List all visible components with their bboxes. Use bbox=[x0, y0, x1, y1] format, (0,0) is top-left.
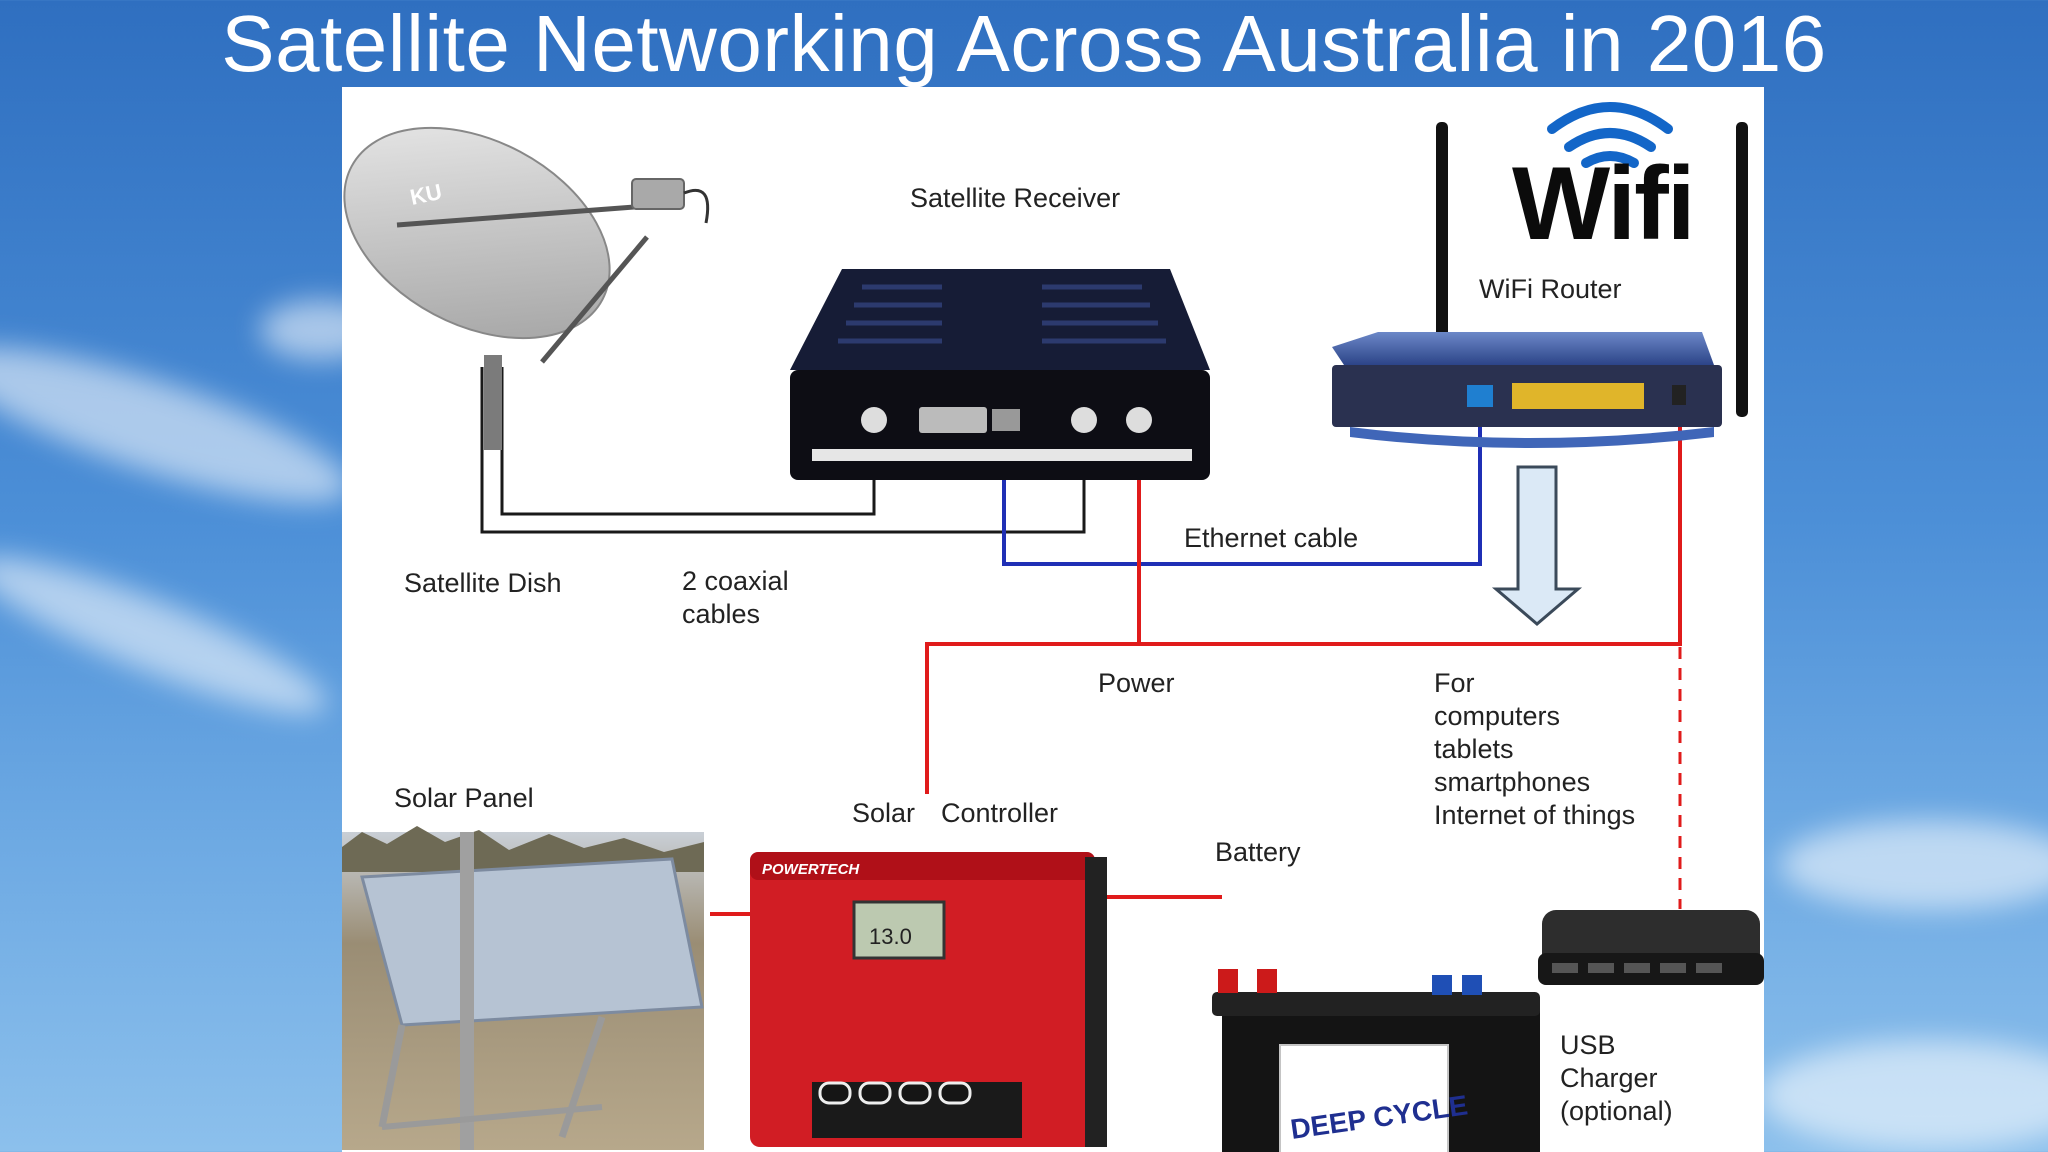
solar-panel-image bbox=[342, 826, 704, 1150]
usb-charger-image bbox=[1538, 910, 1764, 985]
cloud bbox=[1760, 1040, 2048, 1150]
satellite-dish-label: Satellite Dish bbox=[404, 568, 562, 598]
wifi-logo-text: Wifi bbox=[1512, 146, 1694, 262]
controller-brand-text: POWERTECH bbox=[762, 861, 860, 878]
controller-display-text: 13.0 bbox=[869, 924, 912, 949]
power-label: Power bbox=[1098, 668, 1175, 698]
controller-label: Controller bbox=[941, 798, 1059, 828]
solar-controller-image: POWERTECH 13.0 bbox=[750, 852, 1107, 1147]
battery-image: DEEP CYCLE bbox=[1212, 969, 1540, 1152]
cloud bbox=[0, 531, 340, 739]
device-uses-label: For computers tablets smartphones Intern… bbox=[1434, 668, 1636, 830]
wifi-router-label: WiFi Router bbox=[1479, 274, 1622, 304]
satellite-dish-image: KU bbox=[343, 126, 710, 450]
diagram-drawing: KU Wifi bbox=[342, 102, 1764, 1152]
ethernet-cable-line bbox=[1002, 420, 1482, 566]
wifi-router-image bbox=[1332, 122, 1748, 448]
coaxial-cables-label: 2 coaxial cables bbox=[682, 566, 789, 629]
ethernet-cable-label: Ethernet cable bbox=[1184, 523, 1359, 553]
satellite-receiver-image bbox=[790, 269, 1210, 480]
wifi-logo: Wifi bbox=[1512, 102, 1696, 262]
cloud bbox=[1780, 820, 2048, 910]
slide-title: Satellite Networking Across Australia in… bbox=[221, 0, 1827, 88]
battery-label: Battery bbox=[1215, 837, 1301, 867]
usb-charger-label: USB Charger (optional) bbox=[1560, 1030, 1673, 1126]
diagram-panel: KU Wifi bbox=[342, 87, 1764, 1152]
solar-label: Solar bbox=[852, 798, 916, 828]
satellite-receiver-label: Satellite Receiver bbox=[910, 183, 1121, 213]
solar-panel-label: Solar Panel bbox=[394, 783, 534, 813]
down-arrow-shape bbox=[1491, 465, 1583, 626]
